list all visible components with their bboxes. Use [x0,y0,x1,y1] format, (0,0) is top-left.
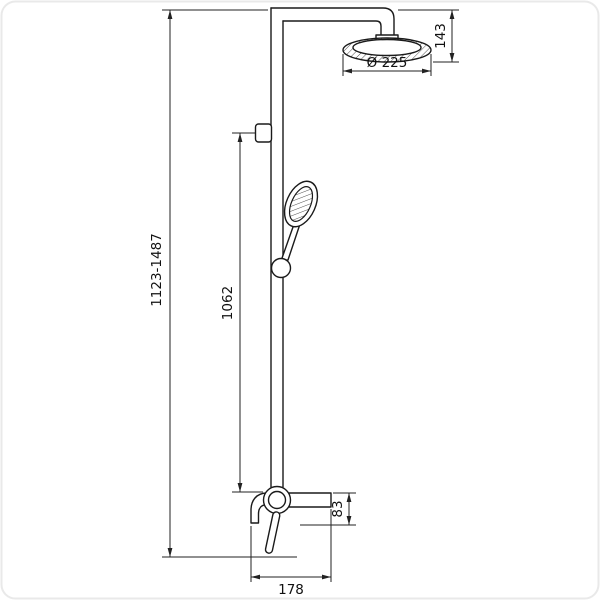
arrowhead [251,574,260,580]
dimension-head-diameter: Ø 225 [342,54,432,76]
mixer-body-inner [267,490,287,510]
head-diameter-label: Ø 225 [367,55,408,71]
dimension-spout-drop: 83 [300,492,356,526]
arrowhead [422,68,431,74]
dimension-riser-span: 1062 [220,132,263,493]
dimension-head-height: 143 [398,9,459,63]
arrowhead [346,516,352,525]
mixer-body [262,485,292,515]
hand-shower-head [283,180,319,228]
arrowhead [343,68,352,74]
wall-supply-stub [288,492,332,508]
riser-span-label: 1062 [220,286,236,320]
shower-arm [270,7,399,42]
overall-height-label: 1123-1487 [149,233,165,307]
arrowhead [449,10,455,19]
arrowhead [237,483,243,492]
arrowhead [237,133,243,142]
shower-column [250,7,432,554]
arrowhead [449,53,455,62]
spout-reach-label: 178 [278,582,304,598]
arrowhead [167,10,173,19]
mixer-lever [264,511,281,554]
head-height-label: 143 [433,23,449,49]
arrowhead [167,548,173,557]
arrowhead [322,574,331,580]
arrowhead [346,493,352,502]
hand-shower [270,180,319,279]
wall-bracket [254,123,273,143]
spout-drop-label: 83 [330,500,346,517]
hand-shower-holder [270,257,292,279]
dimension-spout-reach: 178 [250,509,332,598]
riser-pipe [270,7,284,488]
hand-shower-handle [280,223,301,262]
dimension-overall-height: 1123-1487 [149,9,297,558]
overhead-shower-head [342,37,432,63]
mixer-assembly [250,485,332,554]
